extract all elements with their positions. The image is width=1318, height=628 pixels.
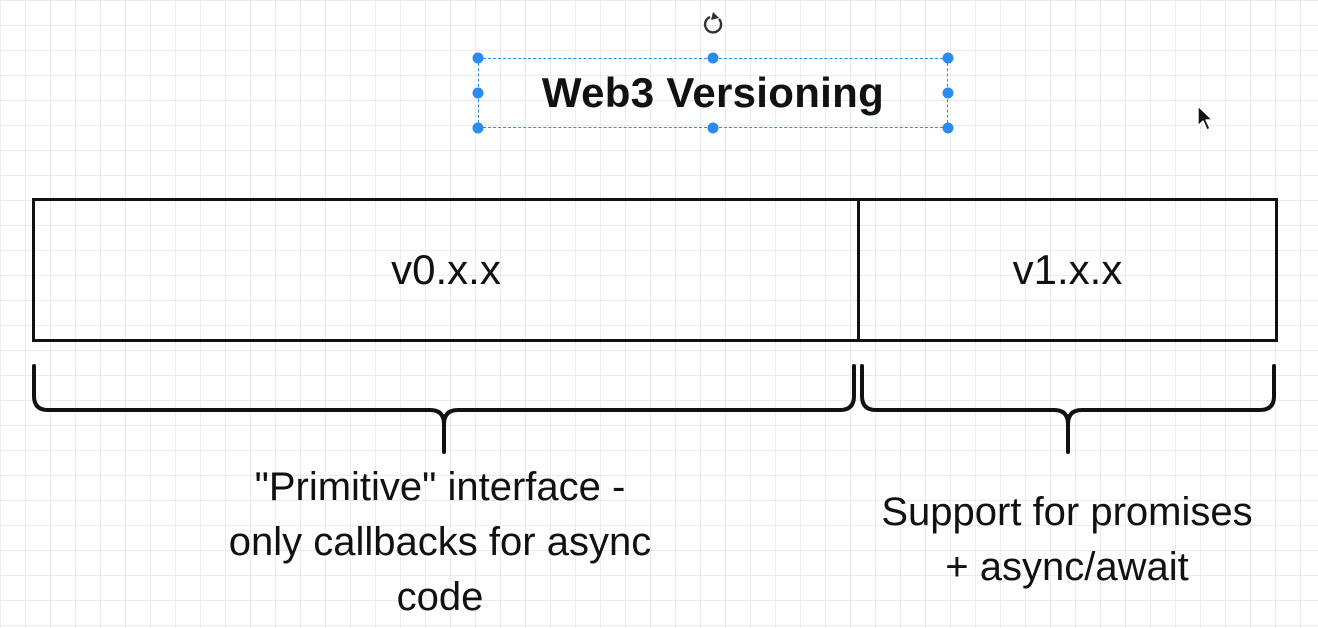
cursor-arrow-icon xyxy=(1197,105,1214,131)
resize-handle-bottom-right[interactable] xyxy=(942,122,954,134)
version-label-v1: v1.x.x xyxy=(1012,246,1123,293)
version-label-v0: v0.x.x xyxy=(391,246,501,293)
brace-v1[interactable] xyxy=(860,364,1276,454)
resize-handle-bottom-left[interactable] xyxy=(472,122,484,134)
description-v1-line-1: Support for promises xyxy=(881,490,1253,534)
resize-handle-bottom[interactable] xyxy=(707,122,719,134)
description-v0[interactable]: "Primitive" interface - only callbacks f… xyxy=(140,460,740,625)
version-segment-v0[interactable]: v0.x.x xyxy=(35,201,860,339)
resize-handle-top-right[interactable] xyxy=(942,52,954,64)
resize-handle-top[interactable] xyxy=(707,52,719,64)
diagram-title[interactable]: Web3 Versioning xyxy=(541,69,885,116)
rotate-icon[interactable] xyxy=(700,10,726,38)
description-v1-line-2: + async/await xyxy=(945,545,1189,589)
brace-v0[interactable] xyxy=(32,364,856,454)
resize-handle-left[interactable] xyxy=(472,87,484,99)
version-bar: v0.x.x v1.x.x xyxy=(32,198,1278,342)
description-v0-line-3: code xyxy=(396,575,484,619)
description-v0-line-1: "Primitive" interface - xyxy=(254,465,626,509)
description-v0-line-2: only callbacks for async xyxy=(228,520,652,564)
description-v1[interactable]: Support for promises + async/await xyxy=(825,485,1309,595)
resize-handle-right[interactable] xyxy=(942,87,954,99)
version-segment-v1[interactable]: v1.x.x xyxy=(860,201,1275,339)
resize-handle-top-left[interactable] xyxy=(472,52,484,64)
